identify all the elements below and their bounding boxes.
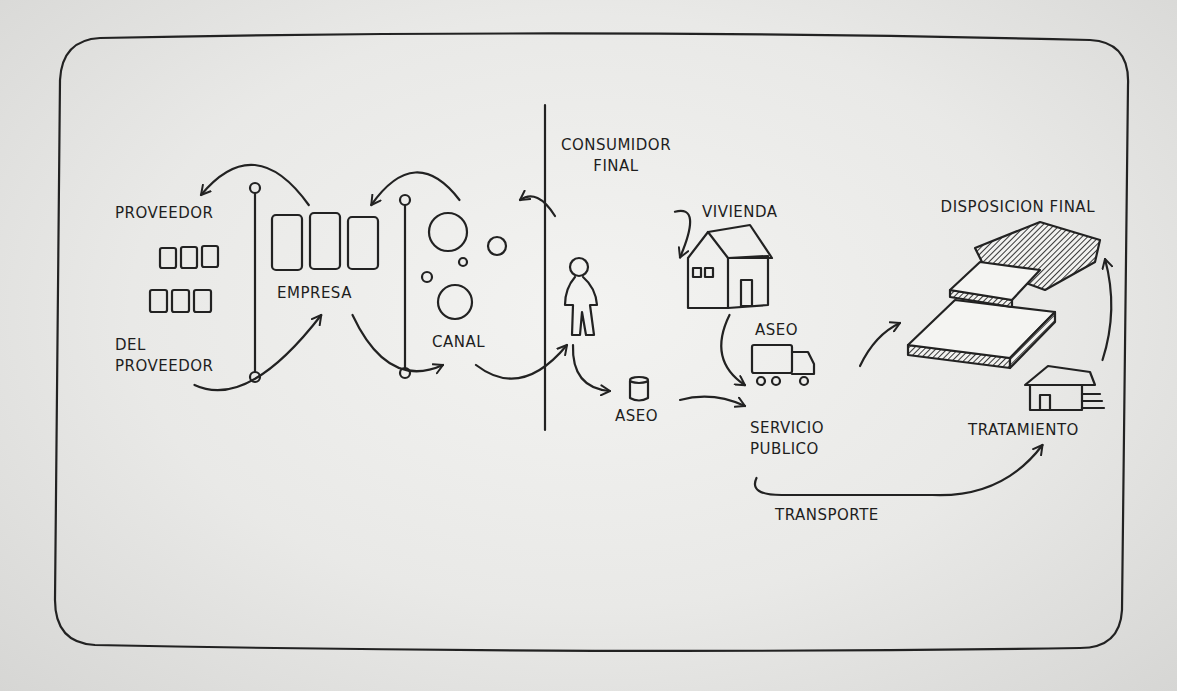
- supplier-boxes: [150, 246, 218, 312]
- small-box: [202, 246, 218, 267]
- person-head: [570, 258, 588, 276]
- plant-line: [1082, 393, 1100, 395]
- channel-circle: [438, 285, 472, 319]
- flow-arrow: [573, 345, 610, 391]
- stage-label: ASEO: [755, 320, 855, 341]
- garbage-truck: [752, 345, 814, 385]
- house-roof: [708, 225, 772, 258]
- channel-circle: [429, 213, 467, 251]
- flow-arrow: [201, 165, 309, 205]
- company-box: [272, 215, 302, 270]
- small-box: [172, 290, 189, 312]
- stage-label: EMPRESA: [277, 283, 387, 304]
- small-box: [160, 248, 176, 268]
- bin-lid: [630, 377, 648, 383]
- flow-stage: PROVEEDOR DEL PROVEEDOR: [110, 195, 240, 385]
- small-box: [150, 290, 167, 312]
- small-box: [181, 247, 197, 268]
- plant-door: [1040, 395, 1050, 410]
- truck-wheel: [772, 377, 780, 385]
- flow-arrow: [371, 172, 459, 205]
- plant-roof: [1025, 366, 1095, 385]
- house-window: [693, 268, 701, 277]
- flow-arrow: [680, 397, 745, 406]
- sheet-border: [55, 33, 1128, 650]
- person-body: [565, 277, 597, 335]
- flow-stage: ASEO: [610, 370, 680, 430]
- truck-wheel: [757, 377, 765, 385]
- landfill-cell: [950, 262, 1040, 300]
- flow-arrow: [1103, 259, 1112, 360]
- plant-line: [1082, 400, 1102, 402]
- company-box: [348, 217, 378, 269]
- flow-stage: DISPOSICION FINAL: [900, 195, 1105, 355]
- stage-label: TRATAMIENTO: [968, 420, 1108, 441]
- house-window: [705, 268, 713, 277]
- flow-stage: EMPRESA: [265, 205, 390, 315]
- channel-circle: [488, 237, 506, 255]
- stage-label: CANAL: [432, 332, 517, 353]
- trash-bin: [630, 377, 648, 401]
- channel-circles: [422, 213, 506, 319]
- arrow-label: TRANSPORTE: [775, 505, 925, 526]
- boundary-end: [250, 372, 260, 382]
- small-box: [194, 290, 211, 312]
- flow-arrow: [721, 315, 745, 385]
- boundary-line: [404, 205, 406, 368]
- flow-stage: CONSUMIDOR FINAL: [555, 130, 675, 345]
- house-front: [688, 232, 728, 308]
- landfill-base-side: [1010, 312, 1055, 368]
- company-box: [310, 213, 340, 269]
- stage-label: DEL PROVEEDOR: [115, 335, 225, 377]
- stage-label: ASEO: [615, 406, 677, 427]
- stage-label: PROVEEDOR: [115, 203, 235, 224]
- house-icon: [688, 225, 772, 308]
- flow-stage: CANAL: [410, 200, 520, 365]
- truck-wheel: [800, 377, 808, 385]
- flow-stage: TRATAMIENTO: [960, 360, 1110, 445]
- stage-label: CONSUMIDOR FINAL: [560, 135, 672, 177]
- boundary-line: [400, 195, 410, 378]
- flow-stage: VIVIENDA: [680, 200, 790, 315]
- person-figure: [565, 258, 597, 335]
- plant-line: [1082, 407, 1104, 409]
- truck-cargo: [752, 345, 792, 373]
- boundary-line: [254, 193, 256, 372]
- boundary-end: [250, 183, 260, 193]
- flow-arrow: [195, 315, 322, 390]
- flow-stage: ASEO SERVICIO PUBLICO: [745, 318, 860, 478]
- truck-cab: [792, 352, 814, 374]
- market-divider: [544, 105, 546, 430]
- channel-circle: [459, 258, 467, 266]
- house-door: [741, 280, 752, 306]
- flow-arrow: [860, 323, 900, 366]
- house-side: [728, 256, 768, 308]
- boundary-line: [250, 183, 260, 382]
- flow-arrow: [353, 315, 444, 371]
- company-boxes: [272, 213, 378, 270]
- boundary-end: [400, 195, 410, 205]
- channel-circle: [422, 272, 432, 282]
- plant-wall: [1030, 385, 1082, 410]
- flow-arrow: [476, 345, 567, 379]
- landfill-icon: [908, 222, 1100, 368]
- stage-label: SERVICIO PUBLICO: [750, 418, 850, 460]
- landfill-base: [908, 300, 1055, 358]
- stage-label: DISPOSICION FINAL: [940, 197, 1095, 218]
- boundary-end: [400, 368, 410, 378]
- treatment-plant: [1025, 366, 1104, 410]
- flow-arrow: [520, 196, 555, 216]
- flow-arrow: [675, 211, 690, 258]
- stage-label: VIVIENDA: [702, 202, 790, 223]
